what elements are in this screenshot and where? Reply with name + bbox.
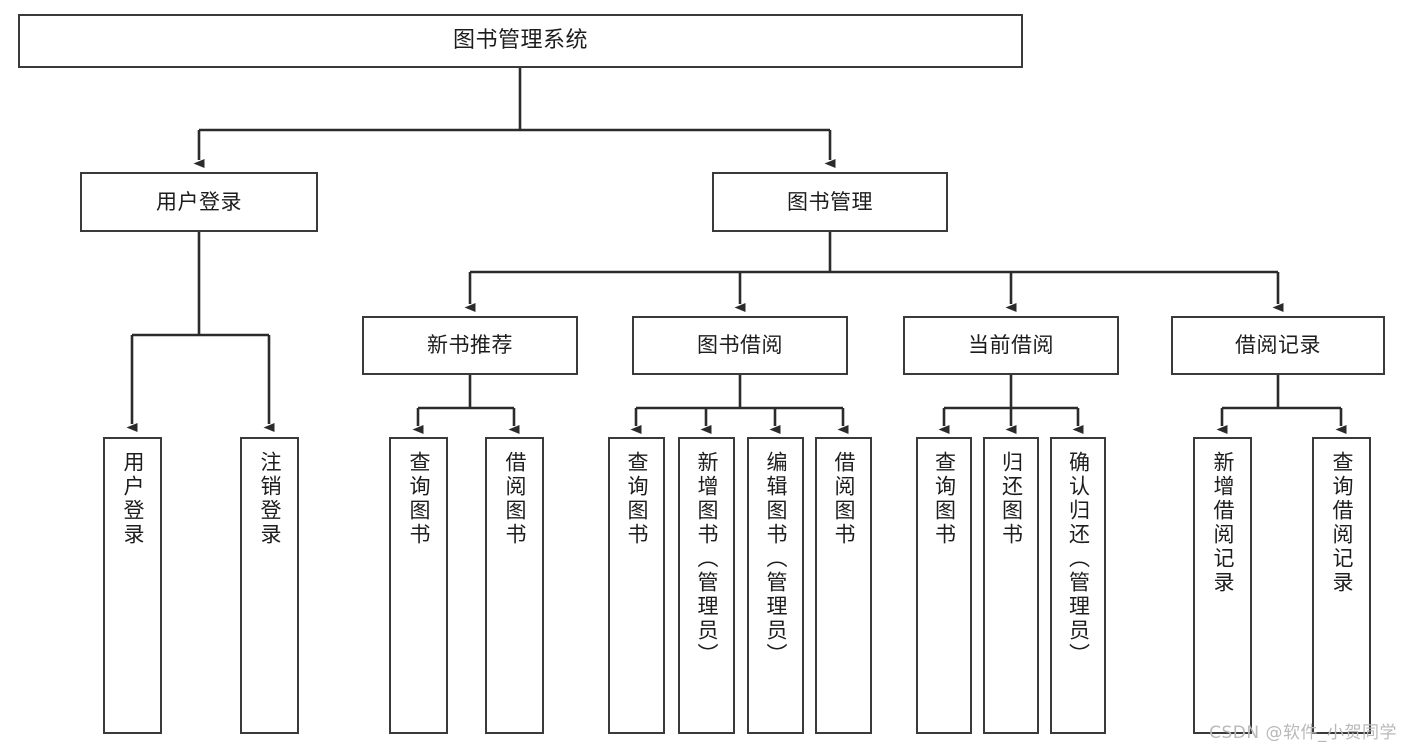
node-book-borrow[interactable]: 图书借阅	[632, 316, 848, 375]
node-book-borrow-label: 图书借阅	[697, 333, 783, 358]
node-leaf-return-book[interactable]: 归还图书	[983, 437, 1039, 734]
watermark: CSDN @软件_小贺同学	[1209, 723, 1397, 743]
node-new-book-recommend-label: 新书推荐	[427, 333, 513, 358]
node-leaf-query-book-1[interactable]: 查询图书	[389, 437, 448, 734]
node-leaf-query-book-3[interactable]: 查询图书	[916, 437, 972, 734]
node-leaf-query-record[interactable]: 查询借阅记录	[1312, 437, 1371, 734]
node-leaf-edit-book[interactable]: 编辑图书（管理员）	[747, 437, 804, 734]
node-root-label: 图书管理系统	[452, 28, 588, 54]
node-user-login[interactable]: 用户登录	[80, 172, 318, 232]
node-leaf-add-record[interactable]: 新增借阅记录	[1193, 437, 1252, 734]
node-leaf-confirm-return[interactable]: 确认归还（管理员）	[1050, 437, 1106, 734]
node-leaf-query-book-2-label: 查询图书	[625, 451, 649, 547]
node-current-borrow-label: 当前借阅	[968, 333, 1054, 358]
node-leaf-user-login-label: 用户登录	[121, 451, 145, 547]
node-leaf-confirm-return-label: 确认归还（管理员）	[1066, 451, 1091, 667]
node-leaf-user-logout[interactable]: 注销登录	[240, 437, 299, 734]
node-leaf-add-book[interactable]: 新增图书（管理员）	[678, 437, 735, 734]
node-book-manage[interactable]: 图书管理	[712, 172, 948, 232]
node-book-manage-label: 图书管理	[787, 189, 873, 214]
node-leaf-query-book-3-label: 查询图书	[932, 451, 957, 547]
node-leaf-edit-book-label: 编辑图书（管理员）	[764, 451, 788, 667]
node-leaf-query-book-2[interactable]: 查询图书	[608, 437, 665, 734]
node-leaf-user-login[interactable]: 用户登录	[103, 437, 162, 734]
node-leaf-return-book-label: 归还图书	[999, 451, 1024, 547]
node-leaf-user-logout-label: 注销登录	[258, 451, 282, 547]
node-root[interactable]: 图书管理系统	[18, 14, 1023, 68]
node-leaf-query-record-label: 查询借阅记录	[1330, 451, 1354, 595]
node-user-login-label: 用户登录	[156, 189, 242, 214]
node-new-book-recommend[interactable]: 新书推荐	[362, 316, 578, 375]
node-leaf-borrow-book-1-label: 借阅图书	[503, 451, 527, 547]
node-leaf-borrow-book-1[interactable]: 借阅图书	[485, 437, 544, 734]
node-borrow-record-label: 借阅记录	[1235, 333, 1321, 358]
node-leaf-query-book-1-label: 查询图书	[407, 451, 431, 547]
node-leaf-borrow-book-2[interactable]: 借阅图书	[815, 437, 872, 734]
node-leaf-add-book-label: 新增图书（管理员）	[695, 451, 719, 667]
node-leaf-add-record-label: 新增借阅记录	[1211, 451, 1235, 595]
node-borrow-record[interactable]: 借阅记录	[1171, 316, 1385, 375]
node-current-borrow[interactable]: 当前借阅	[903, 316, 1119, 375]
node-leaf-borrow-book-2-label: 借阅图书	[832, 451, 856, 547]
